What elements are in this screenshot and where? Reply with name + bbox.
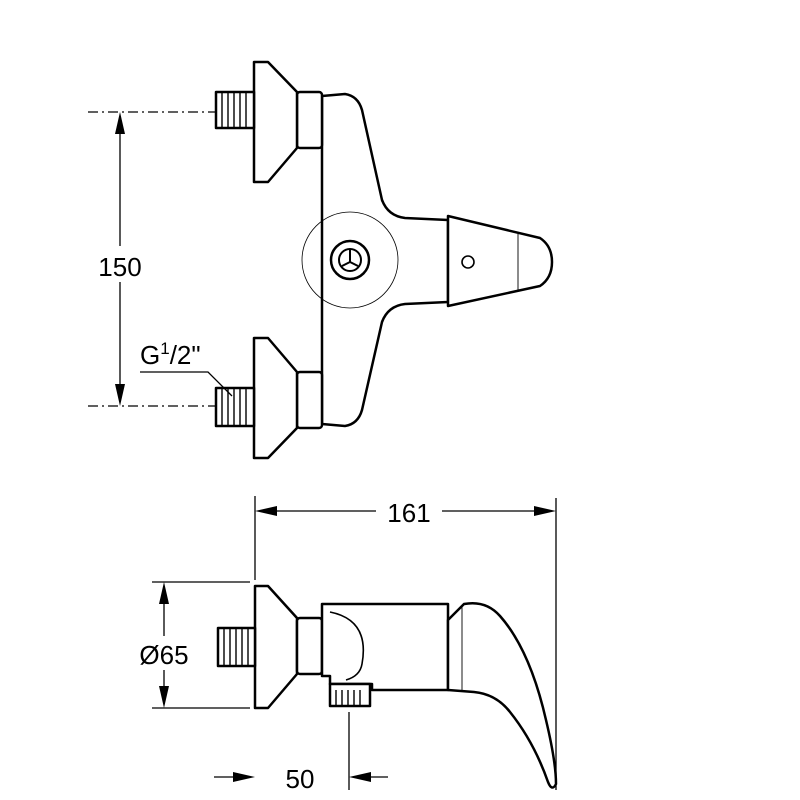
- lever-indicator: [461, 255, 475, 269]
- dimension-50-label: 50: [286, 764, 315, 794]
- dimension-50-arrow-left: [233, 772, 255, 782]
- lever-handle: [446, 214, 554, 308]
- side-lever-handle: [446, 602, 558, 789]
- side-wall-flange: [253, 584, 299, 710]
- dimension-150-arrow-bottom: [115, 384, 125, 406]
- dimension-150-arrow-top: [115, 112, 125, 134]
- lower-wall-flange: [252, 336, 299, 460]
- dimension-161-label: 161: [387, 498, 430, 528]
- upper-wall-flange: [252, 60, 299, 184]
- dimension-161-arrow-right: [534, 506, 556, 516]
- thread-size-label: G1/2": [140, 339, 201, 370]
- top-view: 150 G1/2": [88, 60, 554, 460]
- lower-connector: [214, 336, 324, 460]
- cartridge-outer-circle: [301, 211, 399, 309]
- cartridge-nut-inner: [338, 248, 362, 272]
- dimension-diameter-arrow-top: [159, 582, 169, 604]
- dimension-diameter-arrow-bottom: [159, 686, 169, 708]
- dimension-161-arrow-left: [255, 506, 277, 516]
- side-body-curve: [329, 611, 364, 681]
- upper-connector: [214, 60, 324, 184]
- upper-connector-nut: [295, 90, 324, 150]
- dimension-150-label: 150: [98, 252, 141, 282]
- side-connector-nut: [295, 616, 324, 676]
- thread-leader-line: [140, 371, 233, 397]
- cartridge-screw-mark: [341, 250, 359, 267]
- side-mixer-body: [320, 602, 450, 692]
- dimension-50-arrow-right: [349, 772, 371, 782]
- lower-connector-nut: [295, 370, 324, 430]
- dimension-diameter-label: Ø65: [139, 640, 188, 670]
- side-view: 161 Ø65 50: [132, 494, 558, 794]
